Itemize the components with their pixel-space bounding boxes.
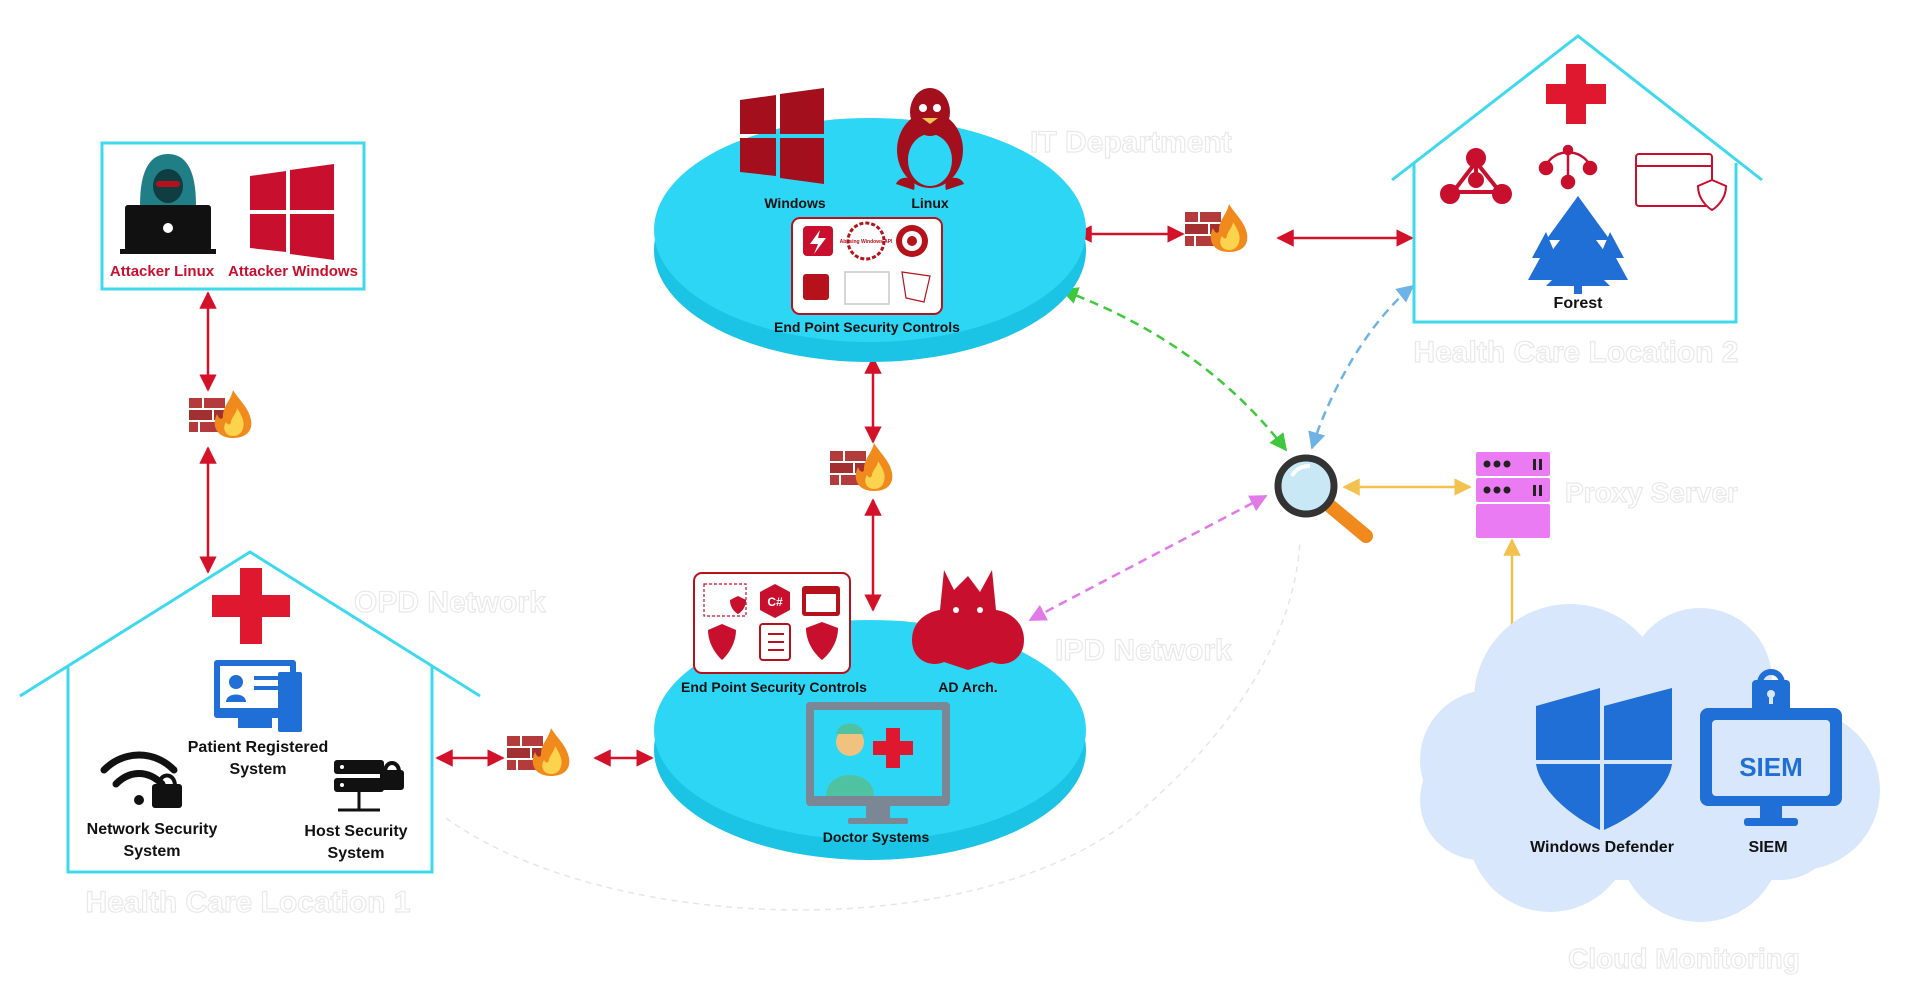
- ipd-network-title: IPD Network: [1055, 634, 1232, 667]
- window-shield-icon: [1635, 153, 1728, 212]
- patient-system-label-line2: System: [230, 761, 287, 778]
- map-sketch-icon: [901, 271, 931, 303]
- it-windows-label: Windows: [764, 195, 826, 211]
- location2-walls: [1412, 163, 1738, 324]
- ipd-network-zone: IPD Network C# End Point Security Contro…: [654, 570, 1233, 860]
- attacker-windows-label: Attacker Windows: [228, 263, 358, 280]
- csharp-text: C#: [767, 595, 783, 609]
- doctor-monitor-icon: [806, 702, 950, 824]
- doctor-face-icon: [836, 728, 864, 756]
- attacker-linux-label: Attacker Linux: [110, 263, 215, 280]
- location2-title: Health Care Location 2: [1413, 336, 1738, 369]
- cloud-monitoring-title: Cloud Monitoring: [1568, 943, 1800, 974]
- clipboard-checklist-icon: [759, 623, 791, 661]
- firewall-icon-opd-ipd: [506, 727, 571, 777]
- csharp-hex-icon: [760, 584, 790, 618]
- firewall-icon-it-location2: [1184, 203, 1249, 253]
- gear-badge-text: Abusing Windows API: [840, 239, 893, 245]
- it-department-zone: IT Department Windows Linux Abusing Wind…: [654, 88, 1232, 362]
- siem-screen-text: SIEM: [1739, 752, 1803, 782]
- forest-label: Forest: [1554, 295, 1604, 312]
- windows-defender-shield-icon: [1536, 688, 1672, 830]
- siem-monitor-icon: [1700, 669, 1842, 826]
- doctor-systems-label: Doctor Systems: [823, 829, 930, 845]
- it-endpoint-panel: Abusing Windows API: [791, 217, 943, 315]
- patient-registration-computer-icon: [214, 660, 302, 732]
- opd-network-zone: OPD Network Patient Registered System Ne…: [19, 550, 547, 920]
- host-security-label-line1: Host Security: [304, 823, 407, 840]
- attacker-panel: Attacker Linux Attacker Windows: [100, 141, 366, 291]
- network-security-label-line1: Network Security: [87, 821, 218, 838]
- cloud-monitoring-zone: Windows Defender SIEM SIEM Cloud Monitor…: [1420, 604, 1880, 975]
- browser-window-icon: [844, 271, 890, 305]
- location2-zone: Forest Health Care Location 2: [1391, 34, 1763, 370]
- arrow-monitor-ipd: [1028, 494, 1268, 622]
- opd-roof: [19, 550, 481, 698]
- it-endpoint-label: End Point Security Controls: [774, 319, 960, 335]
- it-linux-label: Linux: [911, 195, 949, 211]
- angular-shield-icon: [806, 622, 838, 660]
- location1-title: Health Care Location 1: [85, 886, 410, 919]
- ipd-endpoint-label: End Point Security Controls: [681, 679, 867, 695]
- network-security-label-line2: System: [124, 843, 181, 860]
- magnifier-icon[interactable]: [1274, 454, 1373, 543]
- host-security-label-line2: System: [328, 845, 385, 862]
- ad-arch-label: AD Arch.: [938, 679, 997, 695]
- hacker-icon: [120, 154, 216, 254]
- proxy-server-icon[interactable]: [1476, 452, 1550, 538]
- connected-nodes-icon: [1538, 144, 1598, 190]
- gear-badge-icon: [846, 221, 886, 261]
- opd-network-title: OPD Network: [354, 586, 546, 619]
- lightning-bolt-icon: [810, 230, 826, 254]
- server-lock-icon: [334, 760, 404, 812]
- windows-defender-label: Windows Defender: [1530, 839, 1674, 856]
- opd-walls: [66, 666, 434, 874]
- network-graph-icon: [1440, 148, 1512, 204]
- cerberus-dog-icon: [912, 570, 1024, 670]
- location2-roof: [1391, 34, 1763, 182]
- it-department-title: IT Department: [1030, 126, 1232, 159]
- forest-tree-icon: [1528, 196, 1628, 294]
- medical-cross-icon: [1546, 64, 1606, 124]
- siem-label: SIEM: [1748, 839, 1787, 856]
- medical-cross-icon: [212, 568, 290, 644]
- firewall-icon-attacker: [188, 389, 253, 439]
- wifi-lock-icon: [100, 751, 182, 808]
- small-shield-icon: [730, 596, 746, 614]
- linux-tux-icon: [896, 88, 964, 190]
- patient-system-label-line1: Patient Registered: [188, 739, 328, 756]
- arrow-monitor-location2: [1308, 284, 1415, 450]
- proxy-server-title: Proxy Server: [1565, 477, 1738, 508]
- ipd-endpoint-panel: C#: [693, 572, 851, 674]
- arrow-it-monitor: [1060, 287, 1288, 452]
- shield-check-icon: [708, 624, 736, 660]
- stack-layers-icon: [803, 274, 829, 300]
- firewall-icon-it-ipd: [829, 442, 894, 492]
- arrow-opd-monitor-faint: [445, 539, 1301, 911]
- connectors: [199, 225, 1521, 911]
